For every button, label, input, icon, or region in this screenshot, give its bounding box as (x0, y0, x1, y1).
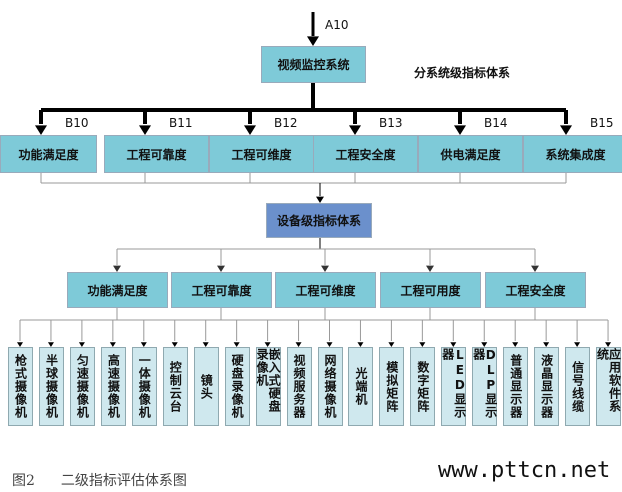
level1-code: B13 (379, 116, 403, 130)
device-node: 视频服务器 (286, 347, 312, 426)
device-node: 硬盘录像机 (224, 347, 250, 426)
arrowhead-icon (605, 342, 612, 347)
device-node: 匀速摄像机 (69, 347, 95, 426)
arrowhead-icon (17, 342, 23, 347)
arrowhead-icon (531, 265, 539, 272)
arrowhead-icon (47, 342, 54, 347)
arrowhead-icon (543, 342, 550, 347)
arrowhead-icon (139, 125, 151, 135)
device-node: 嵌入式硬盘录像机 (255, 347, 281, 426)
top-code: A10 (325, 18, 349, 32)
device-node: 网络摄像机 (317, 347, 343, 426)
level1-code: B14 (484, 116, 508, 130)
level1-node: 供电满足度 (418, 135, 523, 173)
arrowhead-icon (295, 342, 302, 347)
arrowhead-icon (316, 196, 324, 203)
arrowhead-icon (481, 342, 488, 347)
arrowhead-icon (512, 342, 519, 347)
arrowhead-icon (113, 265, 121, 272)
device-node: 控制云台 (162, 347, 188, 426)
device-node: 数字矩阵 (410, 347, 436, 426)
arrowhead-icon (326, 342, 333, 347)
arrowhead-icon (419, 342, 426, 347)
device-node: 半球摄像机 (38, 347, 64, 426)
arrowhead-icon (560, 125, 572, 135)
level2-node: 工程可靠度 (171, 272, 272, 308)
top-node: 视频监控系统 (261, 46, 366, 83)
device-node: 应用软件系统 (596, 347, 622, 426)
level2-node: 工程安全度 (485, 272, 586, 308)
arrowhead-icon (171, 342, 178, 347)
arrowhead-icon (574, 342, 581, 347)
arrowhead-icon (426, 265, 434, 272)
arrowhead-icon (357, 342, 364, 347)
device-node: 光端机 (348, 347, 374, 426)
arrowhead-icon (78, 342, 85, 347)
level1-node: 工程可靠度 (104, 135, 209, 173)
level1-node: 系统集成度 (523, 135, 622, 173)
arrowhead-icon (349, 125, 361, 135)
watermark: www.pttcn.net (438, 458, 611, 483)
figure-caption: 图2 二级指标评估体系图 (12, 470, 213, 490)
arrowhead-icon (35, 125, 47, 135)
level1-code: B10 (65, 116, 89, 130)
level1-node: 功能满足度 (0, 135, 97, 173)
arrowhead-icon (264, 342, 271, 347)
level2-node: 工程可维度 (275, 272, 376, 308)
device-node: 普通显示器 (503, 347, 529, 426)
device-node: 模拟矩阵 (379, 347, 405, 426)
level2-node: 功能满足度 (67, 272, 168, 308)
device-level-node: 设备级指标体系 (266, 203, 372, 238)
figure-title: 二级指标评估体系图 (60, 473, 187, 489)
device-node: LED显示器 (441, 347, 467, 426)
level1-node: 工程可维度 (209, 135, 314, 173)
arrowhead-icon (321, 265, 329, 272)
device-node: 液晶显示器 (534, 347, 560, 426)
level1-code: B12 (274, 116, 298, 130)
arrowhead-icon (388, 342, 395, 347)
arrowhead-icon (109, 342, 116, 347)
arrowhead-icon (450, 342, 457, 347)
device-node: 一体摄像机 (131, 347, 157, 426)
figure-number: 图2 (12, 473, 35, 489)
arrowhead-icon (244, 125, 256, 135)
arrowhead-icon (202, 342, 209, 347)
device-node: 枪式摄像机 (8, 347, 33, 426)
arrowhead-icon (233, 342, 240, 347)
arrowhead-icon (307, 36, 319, 46)
subsystem-level-title: 分系统级指标体系 (414, 66, 511, 80)
level1-node: 工程安全度 (313, 135, 418, 173)
level2-node: 工程可用度 (380, 272, 481, 308)
device-node: 信号线缆 (565, 347, 591, 426)
arrowhead-icon (454, 125, 466, 135)
level1-code: B15 (590, 116, 614, 130)
device-node: 高速摄像机 (100, 347, 126, 426)
arrowhead-icon (140, 342, 147, 347)
device-node: 镜头 (193, 347, 219, 426)
level1-code: B11 (169, 116, 193, 130)
arrowhead-icon (217, 265, 225, 272)
device-node: DLP显示器 (472, 347, 498, 426)
